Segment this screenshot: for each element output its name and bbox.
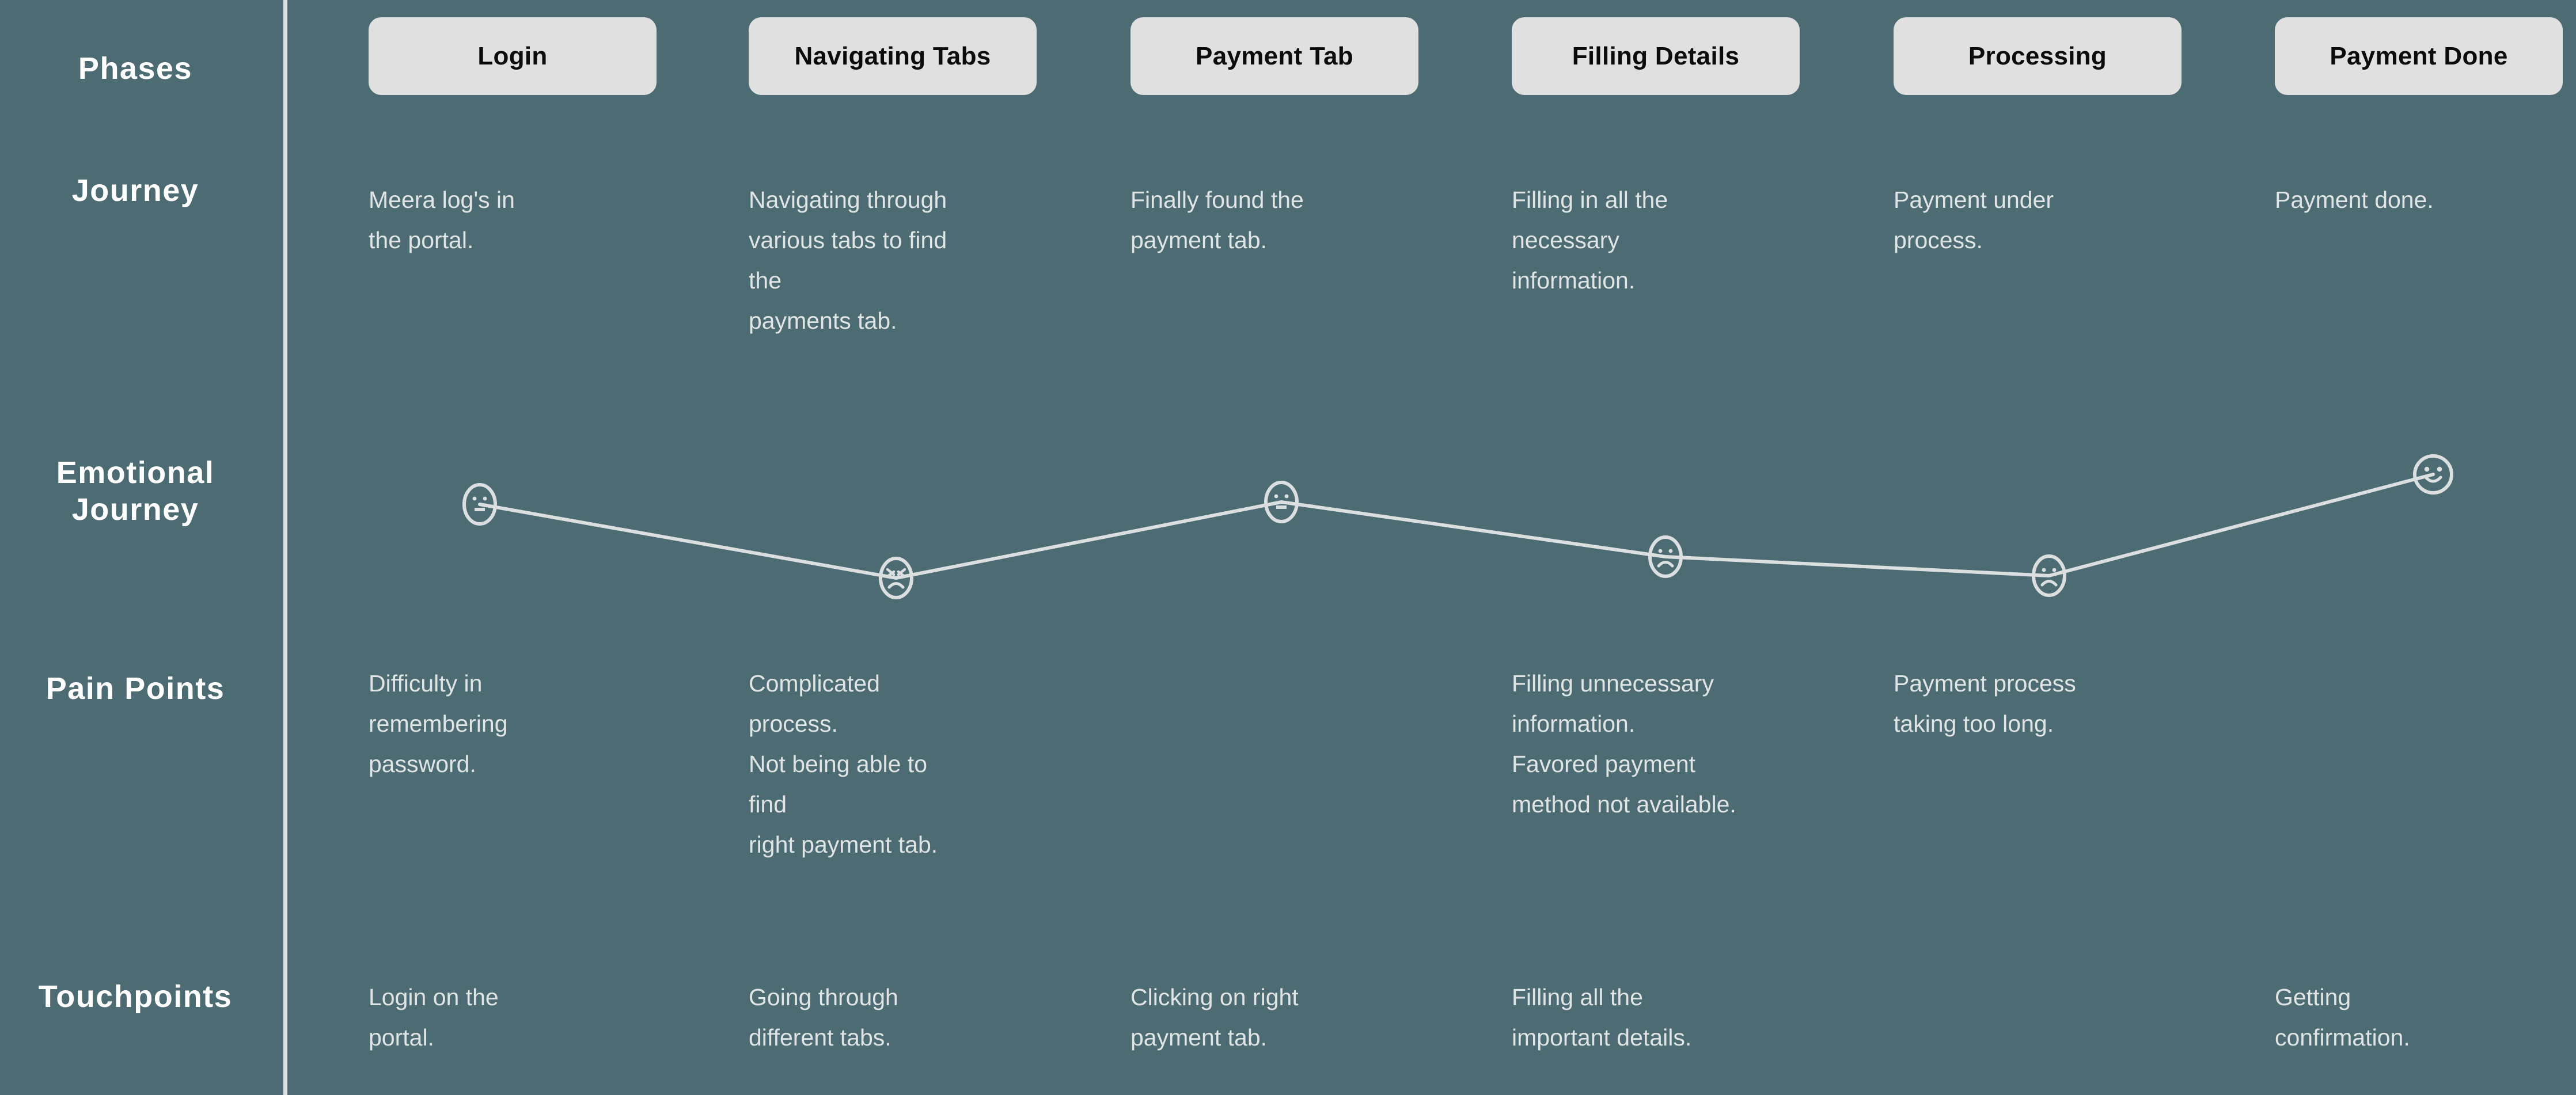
row-label-pain-points: Pain Points — [45, 671, 225, 706]
row-label-touchpoints: Touchpoints — [38, 979, 233, 1014]
row-label-emotional-journey: Emotional Journey — [0, 455, 271, 528]
journey-column-login: Login Meera log's in the portal. Difficu… — [369, 0, 691, 1095]
journey-column-payment-tab: Payment Tab Finally found the payment ta… — [1130, 0, 1453, 1095]
journey-columns: Login Meera log's in the portal. Difficu… — [323, 0, 2576, 1095]
journey-column-payment-done: Payment Done Payment done. Getting confi… — [2275, 0, 2576, 1095]
pain-points-text-login: Difficulty in remembering password. — [369, 670, 508, 778]
journey-text-login: Meera log's in the portal. — [369, 187, 515, 254]
journey-text-payment-tab: Finally found the payment tab. — [1130, 187, 1304, 254]
phase-chip-processing[interactable]: Processing — [1894, 17, 2182, 95]
pain-points-text-processing: Payment process taking too long. — [1894, 670, 2076, 737]
journey-column-navigating-tabs: Navigating Tabs Navigating through vario… — [749, 0, 1071, 1095]
phase-chip-filling-details[interactable]: Filling Details — [1512, 17, 1800, 95]
journey-column-filling-details: Filling Details Filling in all the neces… — [1512, 0, 1834, 1095]
touchpoints-text-payment-done: Getting confirmation. — [2275, 984, 2410, 1051]
phase-chip-payment-tab[interactable]: Payment Tab — [1130, 17, 1418, 95]
touchpoints-text-payment-tab: Clicking on right payment tab. — [1130, 984, 1299, 1051]
journey-text-navigating-tabs: Navigating through various tabs to find … — [749, 187, 947, 334]
row-label-emotional-line2: Journey — [71, 492, 199, 527]
vertical-divider — [283, 0, 287, 1095]
phase-chip-login[interactable]: Login — [369, 17, 657, 95]
pain-points-text-navigating-tabs: Complicated process. Not being able to f… — [749, 670, 938, 858]
touchpoints-text-filling-details: Filling all the important details. — [1512, 984, 1692, 1051]
row-label-journey: Journey — [71, 173, 199, 208]
row-label-rail: Phases Journey Emotional Journey Pain Po… — [0, 0, 287, 1095]
row-label-phases: Phases — [78, 51, 193, 86]
phase-chip-payment-done[interactable]: Payment Done — [2275, 17, 2563, 95]
pain-points-text-filling-details: Filling unnecessary information. Favored… — [1512, 670, 1736, 818]
journey-text-filling-details: Filling in all the necessary information… — [1512, 187, 1668, 294]
phase-chip-navigating-tabs[interactable]: Navigating Tabs — [749, 17, 1037, 95]
journey-text-payment-done: Payment done. — [2275, 187, 2434, 213]
row-label-emotional-line1: Emotional — [56, 455, 215, 490]
journey-text-processing: Payment under process. — [1894, 187, 2054, 254]
touchpoints-text-login: Login on the portal. — [369, 984, 499, 1051]
touchpoints-text-navigating-tabs: Going through different tabs. — [749, 984, 898, 1051]
journey-column-processing: Processing Payment under process. Paymen… — [1894, 0, 2216, 1095]
